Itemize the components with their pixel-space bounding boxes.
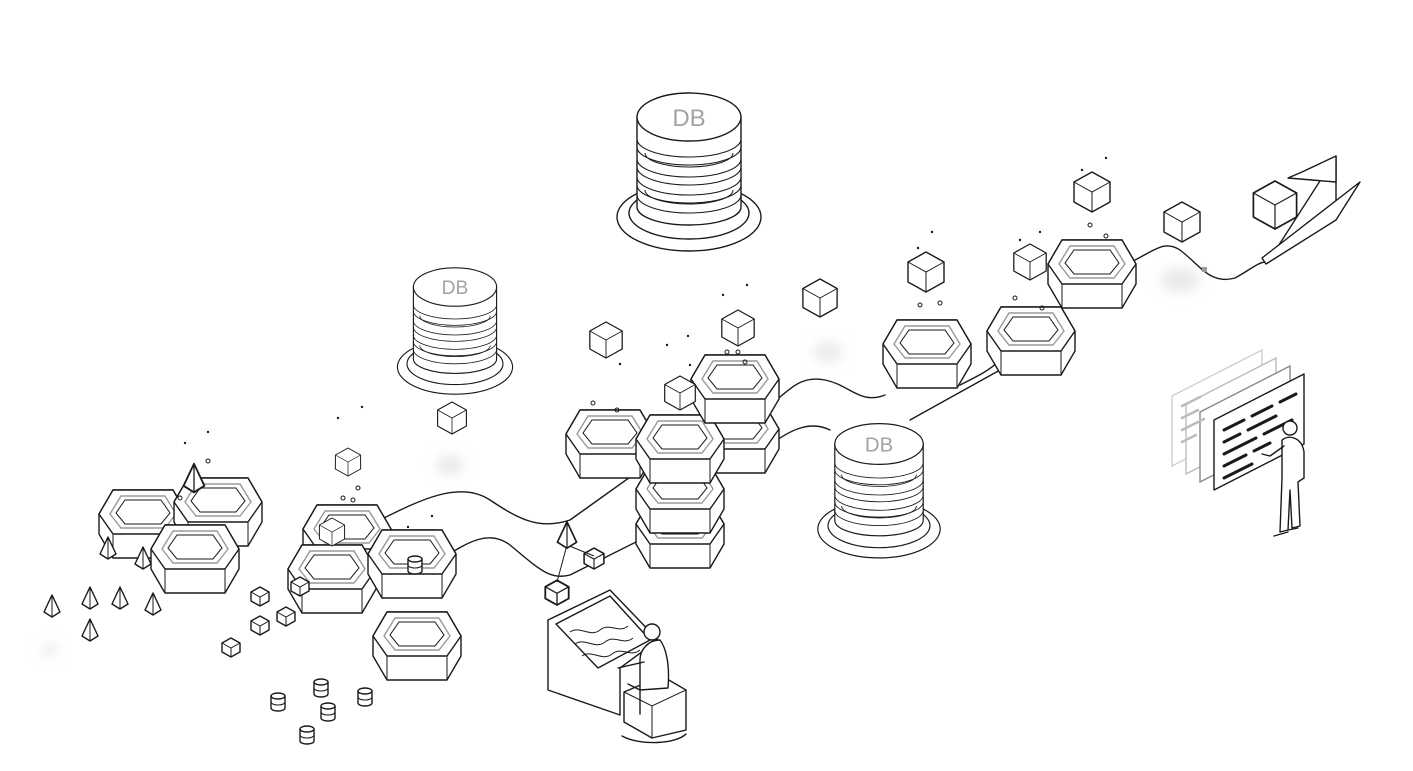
person-at-console xyxy=(547,589,687,744)
database-label: DB xyxy=(672,105,705,132)
particle-dots xyxy=(177,156,1207,529)
database-stack-top: DB xyxy=(616,92,762,252)
database-stack-left: DB xyxy=(396,267,514,395)
hex-cluster-middle xyxy=(287,504,462,681)
person-with-panels xyxy=(1171,348,1305,537)
folder-icon xyxy=(1252,155,1361,265)
small-cubes xyxy=(221,544,605,658)
database-stack-right: DB xyxy=(817,423,941,559)
soft-shadows xyxy=(42,268,1200,656)
database-label: DB xyxy=(865,435,893,457)
hex-cluster-left xyxy=(98,477,263,594)
database-label: DB xyxy=(442,278,469,299)
small-cylinders xyxy=(270,678,373,745)
